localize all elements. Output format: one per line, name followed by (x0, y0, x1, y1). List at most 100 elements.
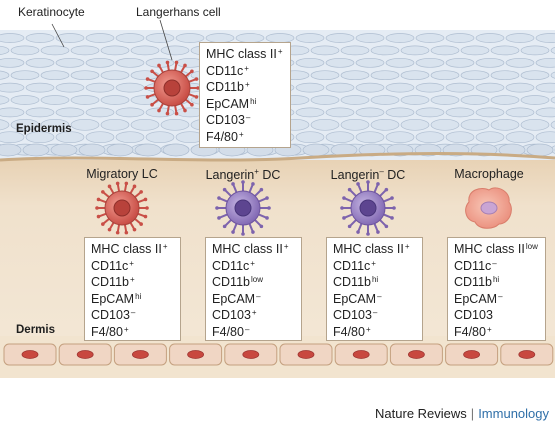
keratinocyte-cell (460, 70, 490, 81)
keratinocyte-cell (520, 95, 550, 105)
keratinocyte-cell (430, 70, 460, 81)
dendrite-tip (384, 224, 389, 229)
marker-line: EpCAM– (333, 291, 416, 308)
dendrite-tip (174, 111, 179, 116)
keratinocyte-cell (25, 33, 55, 43)
keratinocyte-cell (325, 107, 355, 118)
cell-title-migratory-lc: Migratory LC (62, 167, 182, 181)
keratinocyte-cell (325, 57, 355, 68)
dendrite-tip (251, 230, 255, 234)
marker-name: CD103 (206, 113, 245, 128)
dendrite-tip (265, 216, 269, 220)
keratinocyte-cell (550, 120, 555, 130)
endothelial-nucleus (187, 350, 205, 359)
keratinocyte-cell (475, 131, 505, 144)
dendrite-tip (139, 222, 143, 226)
dendrite-tip (366, 180, 370, 184)
marker-level: + (162, 242, 168, 251)
keratinocyte-cell (100, 118, 130, 131)
cell-title-langerin-neg-dc: Langerin– DC (308, 167, 428, 182)
keratinocyte-cell (25, 131, 55, 144)
dendrite-tip (356, 182, 360, 186)
dendrite-tip (165, 111, 170, 116)
keratinocyte-cell (355, 131, 385, 144)
keratinocyte-cell (535, 82, 555, 93)
cell-title-main: Langerin (330, 168, 380, 183)
keratinocyte-pointer (51, 23, 65, 48)
dendrite-tip (107, 184, 112, 189)
marker-level: + (277, 47, 283, 56)
keratinocyte-cell (490, 70, 520, 81)
marker-level: + (251, 308, 257, 318)
keratinocyte-cell (430, 45, 460, 56)
keratinocyte-cell (310, 95, 340, 105)
marker-line: EpCAMhi (91, 291, 174, 308)
keratinocyte-cell (445, 33, 475, 43)
footer-brand: Nature Reviews (375, 406, 467, 421)
cell-title-sup: + (254, 167, 259, 176)
endothelial-nucleus (463, 350, 481, 359)
marker-name: CD11c (91, 258, 129, 273)
endothelial-nucleus (297, 350, 315, 359)
keratinocyte-cell (400, 95, 430, 105)
marker-line: CD11c– (454, 258, 539, 275)
dendrite-tip (267, 206, 271, 210)
endothelial-nucleus (407, 350, 425, 359)
marker-level: – (372, 308, 378, 318)
dermis-label: Dermis (16, 324, 55, 336)
dendrite-tip (101, 190, 105, 194)
keratinocyte-cell (10, 45, 40, 56)
dendrite-tip (376, 182, 380, 186)
keratinocyte-cell (385, 33, 415, 43)
langerhans-cell-label: Langerhans cell (136, 5, 221, 19)
dendrite-tip (384, 187, 389, 192)
marker-name: MHC class II (212, 242, 283, 256)
marker-level: hi (371, 275, 379, 285)
dendrite-tip (347, 224, 352, 229)
keratinocyte-cell (10, 70, 40, 81)
dendrite-tip (124, 181, 129, 186)
keratinocyte-cell (505, 33, 535, 43)
keratinocyte-cell (415, 33, 445, 43)
keratinocyte-cell (25, 57, 55, 68)
marker-name: MHC class II (333, 242, 404, 256)
marker-line: EpCAM– (212, 291, 295, 308)
keratinocyte-cell (445, 107, 475, 118)
keratinocyte-cell (325, 131, 355, 144)
marker-line: CD11b+ (206, 79, 284, 96)
keratinocyte-cell (85, 131, 115, 144)
marker-level: – (244, 324, 250, 334)
marker-name: F4/80 (206, 129, 238, 144)
keratinocyte-cell (25, 82, 55, 93)
marker-name: F4/80 (454, 324, 486, 339)
keratinocyte-cell (550, 46, 555, 54)
keratinocyte-cell (475, 82, 505, 93)
keratinocyte-cell (100, 70, 130, 81)
marker-line: F4/80– (212, 324, 295, 341)
keratinocyte-cell (0, 57, 25, 68)
marker-line: MHC class II+ (91, 241, 174, 258)
keratinocyte-cell (445, 82, 475, 93)
basement-membrane (0, 152, 555, 162)
marker-level: – (492, 258, 497, 268)
keratinocyte-cell (325, 33, 355, 43)
keratinocyte-cell (85, 82, 115, 93)
endothelial-nucleus (352, 350, 370, 359)
keratinocyte-cell (70, 95, 100, 105)
keratinocyte-cell (70, 118, 100, 131)
marker-line: CD11c+ (206, 63, 284, 80)
keratinocyte-cell (400, 118, 430, 131)
marker-line: CD11blow (212, 274, 295, 291)
langerin-pos-dc-graphic (215, 180, 271, 236)
marker-name: EpCAM (91, 291, 135, 306)
keratinocyte-cell (415, 107, 445, 118)
basal-keratinocyte (50, 143, 78, 157)
keratinocyte-cell (400, 70, 430, 81)
keratinocyte-cell (0, 107, 25, 118)
keratinocyte-cell (40, 95, 70, 105)
keratinocyte-cell (10, 118, 40, 131)
marker-line: CD103– (91, 307, 174, 324)
langerhans-pointer (159, 19, 173, 61)
keratinocyte-cell (55, 57, 85, 68)
marker-level: – (377, 291, 382, 301)
